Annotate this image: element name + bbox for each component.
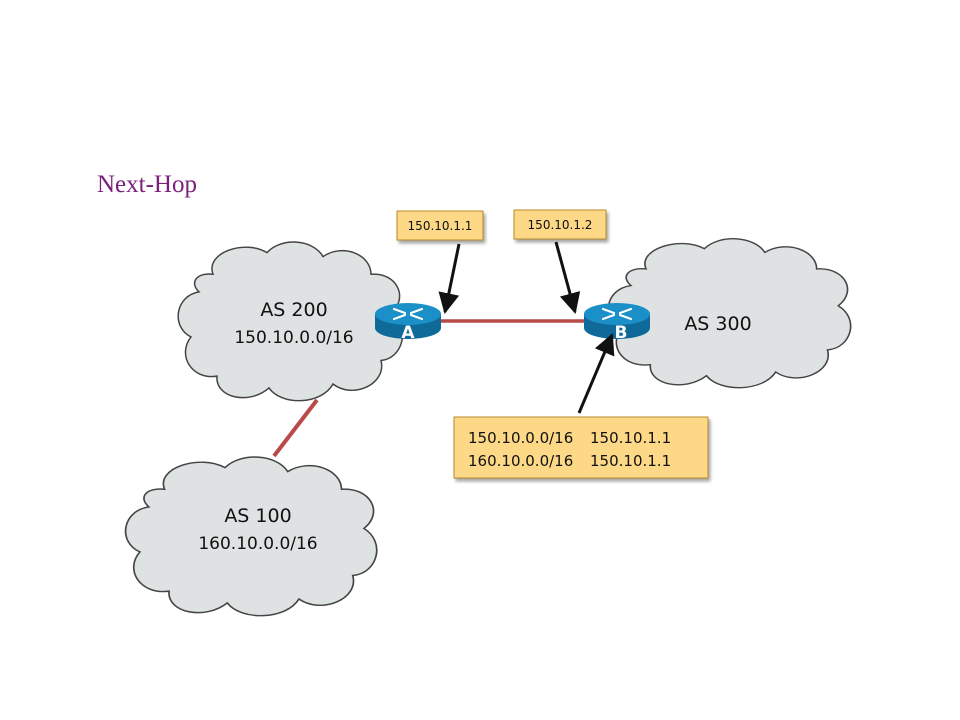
link-as200-as100: [272, 398, 319, 458]
as100-name: AS 100: [224, 505, 291, 527]
as300-name: AS 300: [684, 313, 751, 335]
router-a[interactable]: A: [375, 303, 441, 343]
router-b-label: B: [615, 323, 628, 343]
as100-prefix: 160.10.0.0/16: [198, 534, 317, 554]
arrow-ip-a: [438, 243, 461, 315]
ip-label-a: 150.10.1.1: [396, 210, 484, 241]
as200-prefix: 150.10.0.0/16: [234, 328, 353, 348]
route-nexthop-2: 150.10.1.1: [590, 452, 671, 470]
ip-label-a-text: 150.10.1.1: [408, 219, 473, 233]
router-icon: [584, 303, 650, 339]
route-nexthop-1: 150.10.1.1: [590, 429, 671, 447]
cloud-as200: [177, 241, 404, 402]
router-b[interactable]: B: [584, 303, 650, 343]
as200-name: AS 200: [260, 299, 327, 321]
ip-label-b: 150.10.1.2: [513, 209, 607, 240]
router-icon: [375, 303, 441, 339]
route-prefix-1: 150.10.0.0/16: [468, 429, 573, 447]
slide-title: Next-Hop: [97, 171, 197, 198]
ip-label-b-text: 150.10.1.2: [528, 218, 593, 232]
router-a-label: A: [401, 323, 415, 343]
cloud-as100: [124, 456, 378, 617]
route-prefix-2: 160.10.0.0/16: [468, 452, 573, 470]
arrow-table-b: [577, 333, 615, 414]
routing-table: 150.10.0.0/16 150.10.1.1 160.10.0.0/16 1…: [453, 416, 709, 479]
arrow-ip-b: [554, 241, 581, 315]
